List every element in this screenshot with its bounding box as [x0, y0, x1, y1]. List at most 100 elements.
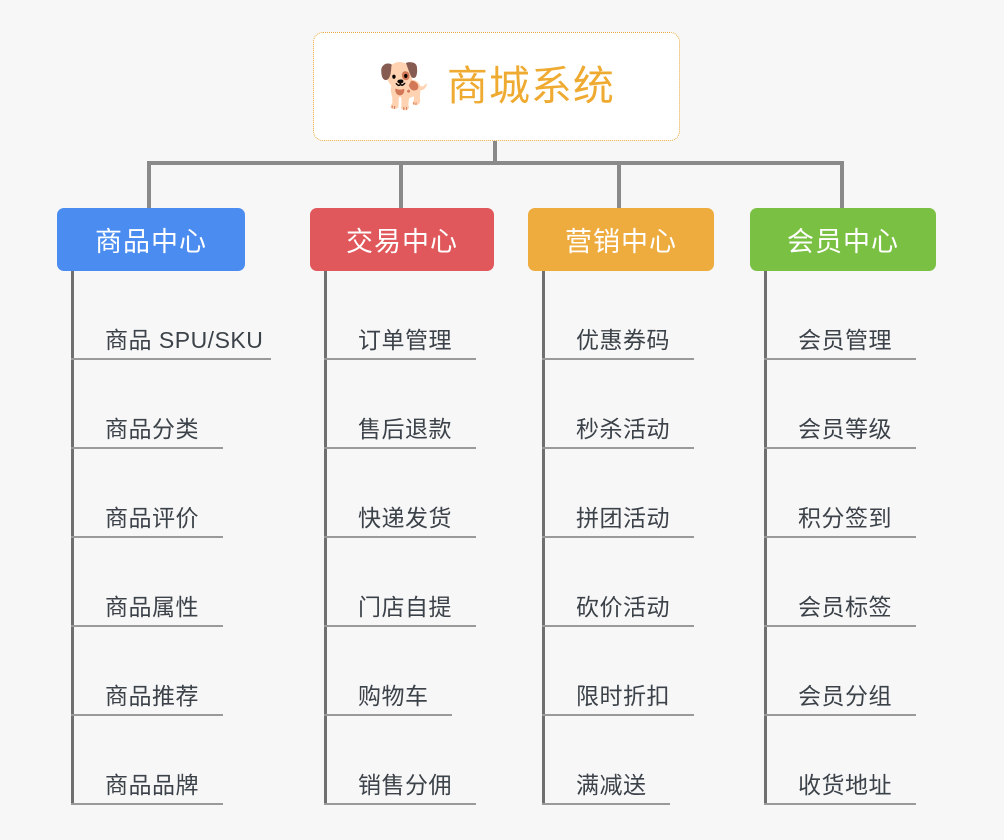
- leaf-item[interactable]: 商品评价: [57, 449, 263, 538]
- leaf-label: 砍价活动: [576, 594, 670, 620]
- leaf-underline: [71, 536, 223, 538]
- leaf-item[interactable]: 砍价活动: [528, 538, 714, 627]
- leaf-item[interactable]: 优惠券码: [528, 271, 714, 360]
- leaf-underline: [71, 358, 271, 360]
- category-label: 会员中心: [787, 227, 899, 257]
- leaf-underline: [324, 358, 476, 360]
- category-label: 商品中心: [95, 227, 207, 257]
- leaf-label: 商品评价: [105, 505, 199, 531]
- leaf-label: 会员标签: [798, 594, 892, 620]
- shiba-dog-icon: 🐕: [378, 61, 433, 111]
- leaf-item[interactable]: 订单管理: [310, 271, 494, 360]
- leaf-label: 限时折扣: [576, 683, 670, 709]
- leaf-label: 秒杀活动: [576, 416, 670, 442]
- connector-drop-4: [840, 161, 844, 209]
- leaf-item[interactable]: 购物车: [310, 627, 494, 716]
- leaf-underline: [324, 536, 476, 538]
- leaf-item[interactable]: 秒杀活动: [528, 360, 714, 449]
- leaf-item[interactable]: 会员管理: [750, 271, 936, 360]
- leaf-underline: [542, 536, 694, 538]
- leaf-underline: [324, 625, 476, 627]
- leaf-label: 商品 SPU/SKU: [105, 327, 264, 353]
- branch-product-center: 商品中心 商品 SPU/SKU 商品分类 商品评价 商品属性 商品推荐: [57, 208, 271, 805]
- leaf-label: 订单管理: [358, 327, 452, 353]
- category-box-member-center[interactable]: 会员中心: [750, 208, 936, 271]
- branch-spine: [542, 271, 545, 805]
- leaf-underline: [324, 803, 476, 805]
- leaf-item[interactable]: 销售分佣: [310, 716, 494, 805]
- leaf-label: 售后退款: [358, 416, 452, 442]
- leaf-underline: [542, 625, 694, 627]
- leaf-underline: [324, 447, 476, 449]
- leaf-item[interactable]: 门店自提: [310, 538, 494, 627]
- leaf-item[interactable]: 限时折扣: [528, 627, 714, 716]
- leaf-label: 商品属性: [105, 594, 199, 620]
- root-node-label: 商城系统: [446, 62, 615, 109]
- leaf-list-trade-center: 订单管理 售后退款 快递发货 门店自提 购物车 销售分佣: [310, 271, 494, 805]
- root-node-content: 🐕 商城系统: [378, 61, 615, 111]
- branch-spine: [324, 271, 327, 805]
- leaf-label: 优惠券码: [576, 327, 670, 353]
- leaf-item[interactable]: 会员分组: [750, 627, 936, 716]
- leaf-underline: [542, 358, 694, 360]
- connector-drop-1: [147, 161, 151, 209]
- leaf-list-member-center: 会员管理 会员等级 积分签到 会员标签 会员分组 收货地址: [750, 271, 936, 805]
- category-label: 营销中心: [565, 227, 677, 257]
- leaf-underline: [71, 625, 223, 627]
- leaf-label: 销售分佣: [358, 772, 452, 798]
- leaf-item[interactable]: 满减送: [528, 716, 714, 805]
- leaf-label: 会员管理: [798, 327, 892, 353]
- leaf-item[interactable]: 会员等级: [750, 360, 936, 449]
- leaf-label: 会员分组: [798, 683, 892, 709]
- leaf-item[interactable]: 商品 SPU/SKU: [57, 271, 271, 360]
- leaf-item[interactable]: 积分签到: [750, 449, 936, 538]
- leaf-underline: [71, 714, 223, 716]
- leaf-underline: [324, 714, 452, 716]
- leaf-item[interactable]: 商品推荐: [57, 627, 263, 716]
- connector-drop-2: [399, 161, 403, 209]
- connector-root-stem: [493, 141, 497, 165]
- leaf-list-product-center: 商品 SPU/SKU 商品分类 商品评价 商品属性 商品推荐 商品品牌: [57, 271, 271, 805]
- leaf-underline: [71, 447, 223, 449]
- leaf-label: 商品品牌: [105, 772, 199, 798]
- leaf-item[interactable]: 拼团活动: [528, 449, 714, 538]
- branch-trade-center: 交易中心 订单管理 售后退款 快递发货 门店自提 购物车: [310, 208, 494, 805]
- leaf-list-marketing-center: 优惠券码 秒杀活动 拼团活动 砍价活动 限时折扣 满减送: [528, 271, 714, 805]
- leaf-label: 购物车: [358, 683, 429, 709]
- leaf-item[interactable]: 商品品牌: [57, 716, 263, 805]
- category-label: 交易中心: [346, 227, 458, 257]
- leaf-label: 商品分类: [105, 416, 199, 442]
- leaf-item[interactable]: 商品属性: [57, 538, 263, 627]
- category-box-trade-center[interactable]: 交易中心: [310, 208, 494, 271]
- leaf-label: 快递发货: [358, 505, 452, 531]
- leaf-underline: [764, 714, 916, 716]
- branch-marketing-center: 营销中心 优惠券码 秒杀活动 拼团活动 砍价活动 限时折扣: [528, 208, 714, 805]
- leaf-label: 收货地址: [798, 772, 892, 798]
- leaf-underline: [764, 447, 916, 449]
- connector-horizontal-bar: [147, 161, 844, 165]
- root-node[interactable]: 🐕 商城系统: [313, 32, 680, 141]
- leaf-underline: [764, 536, 916, 538]
- branch-spine: [764, 271, 767, 805]
- leaf-item[interactable]: 收货地址: [750, 716, 936, 805]
- leaf-item[interactable]: 会员标签: [750, 538, 936, 627]
- leaf-label: 满减送: [576, 772, 647, 798]
- leaf-item[interactable]: 商品分类: [57, 360, 263, 449]
- leaf-label: 积分签到: [798, 505, 892, 531]
- leaf-item[interactable]: 售后退款: [310, 360, 494, 449]
- leaf-underline: [764, 358, 916, 360]
- leaf-label: 门店自提: [358, 594, 452, 620]
- leaf-underline: [542, 447, 694, 449]
- leaf-label: 拼团活动: [576, 505, 670, 531]
- leaf-underline: [764, 803, 916, 805]
- category-box-product-center[interactable]: 商品中心: [57, 208, 245, 271]
- leaf-underline: [542, 714, 694, 716]
- leaf-underline: [764, 625, 916, 627]
- branch-spine: [71, 271, 74, 805]
- leaf-label: 商品推荐: [105, 683, 199, 709]
- branch-member-center: 会员中心 会员管理 会员等级 积分签到 会员标签 会员分组: [750, 208, 936, 805]
- leaf-item[interactable]: 快递发货: [310, 449, 494, 538]
- category-box-marketing-center[interactable]: 营销中心: [528, 208, 714, 271]
- connector-drop-3: [617, 161, 621, 209]
- leaf-underline: [71, 803, 223, 805]
